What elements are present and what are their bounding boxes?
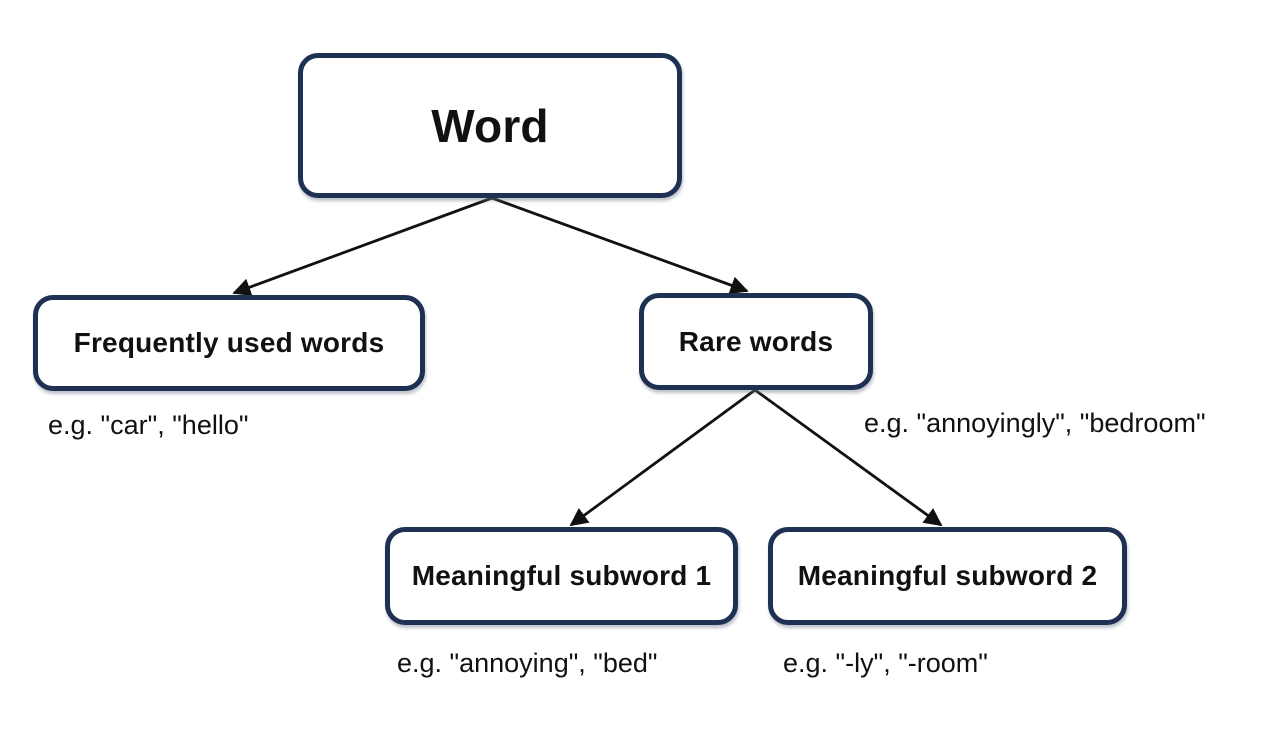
node-meaningful-subword-2-label: Meaningful subword 2 [797,560,1098,591]
node-frequently-used-words: Frequently used words [33,295,425,391]
node-word: Word [298,53,682,198]
annotation-frequent-examples: e.g. "car", "hello" [48,410,249,440]
node-rare-words-label: Rare words [678,325,834,357]
annotation-subword2-examples: e.g. "-ly", "-room" [783,648,988,678]
node-meaningful-subword-1: Meaningful subword 1 [385,527,738,625]
node-word-label: Word [431,99,549,152]
node-frequently-used-words-label: Frequently used words [73,327,385,358]
edge-word-to-frequent [232,196,493,296]
edge-rare-to-subword1 [569,388,756,527]
node-rare-words: Rare words [639,293,873,390]
annotation-subword1-examples: e.g. "annoying", "bed" [397,648,658,678]
annotation-rare-examples: e.g. "annoyingly", "bedroom" [864,408,1206,438]
edge-word-to-rare [491,196,749,294]
node-meaningful-subword-1-label: Meaningful subword 1 [411,560,712,591]
node-meaningful-subword-2: Meaningful subword 2 [768,527,1127,625]
